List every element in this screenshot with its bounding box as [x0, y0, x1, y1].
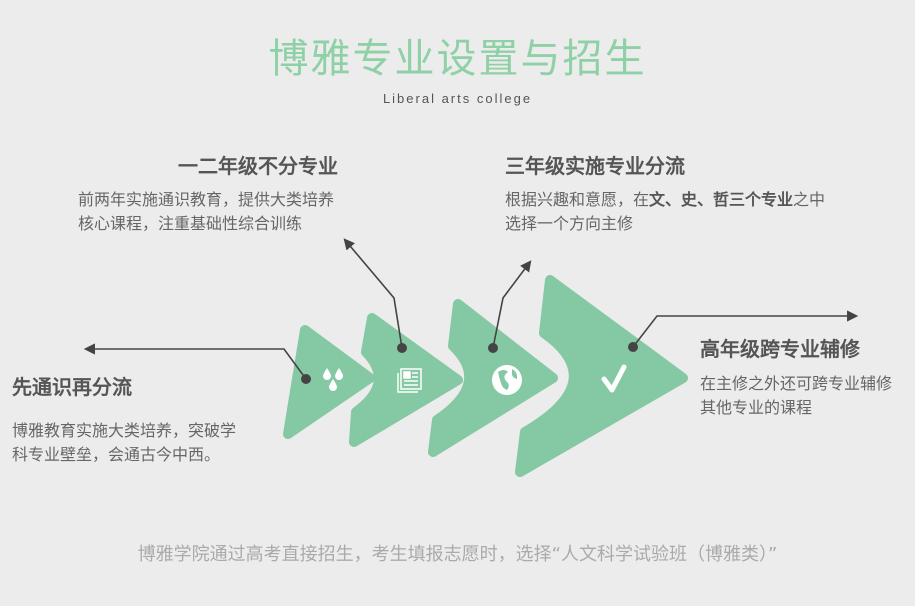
dot-2	[397, 343, 407, 353]
globe-icon	[492, 365, 522, 395]
connector-1	[83, 343, 307, 380]
page-title: 博雅专业设置与招生	[268, 36, 647, 82]
step3-heading: 三年级实施专业分流	[505, 154, 685, 178]
step3-text-c: 之中	[793, 190, 826, 209]
dot-4	[628, 342, 638, 352]
step2-line-1: 前两年实施通识教育，提供大类培养	[78, 190, 335, 209]
dot-1	[301, 374, 311, 384]
step1-line-2: 科专业壁垒，会通古今中西。	[12, 445, 221, 464]
step-shape-2	[349, 313, 463, 447]
step2-line-2: 核心课程，注重基础性综合训练	[78, 214, 303, 233]
connector-2	[343, 238, 403, 349]
check-icon	[601, 364, 627, 393]
step-shape-1	[283, 325, 375, 439]
step3-text-a: 根据兴趣和意愿，在	[505, 190, 650, 209]
step3-text-bold: 文、史、哲三个专业	[649, 190, 794, 209]
step2-desc: 前两年实施通识教育，提供大类培养 核心课程，注重基础性综合训练	[78, 188, 334, 236]
connector-3	[492, 260, 532, 349]
step1-desc: 博雅教育实施大类培养，突破学 科专业壁垒，会通古今中西。	[12, 419, 236, 467]
step4-desc: 在主修之外还可跨专业辅修 其他专业的课程	[700, 372, 892, 420]
step2-heading: 一二年级不分专业	[178, 154, 338, 178]
step1-line-1: 博雅教育实施大类培养，突破学	[12, 421, 237, 440]
step3-line-1: 根据兴趣和意愿，在文、史、哲三个专业之中	[505, 188, 825, 212]
step4-heading: 高年级跨专业辅修	[700, 337, 860, 361]
step4-line-2: 其他专业的课程	[700, 398, 813, 417]
step1-heading: 先通识再分流	[12, 375, 132, 399]
step3-line-2: 选择一个方向主修	[505, 214, 634, 233]
newspaper-icon	[397, 368, 422, 393]
step3-desc: 根据兴趣和意愿，在文、史、哲三个专业之中 选择一个方向主修	[505, 188, 825, 236]
drops-icon	[323, 368, 343, 391]
page-subtitle: Liberal arts college	[382, 91, 533, 106]
footer-note: 博雅学院通过高考直接招生，考生填报志愿时，选择“人文科学试验班（博雅类）”	[137, 544, 778, 565]
dot-3	[488, 343, 498, 353]
step4-line-1: 在主修之外还可跨专业辅修	[700, 374, 893, 393]
step-shape-4	[515, 275, 688, 477]
connector-4	[632, 310, 859, 348]
